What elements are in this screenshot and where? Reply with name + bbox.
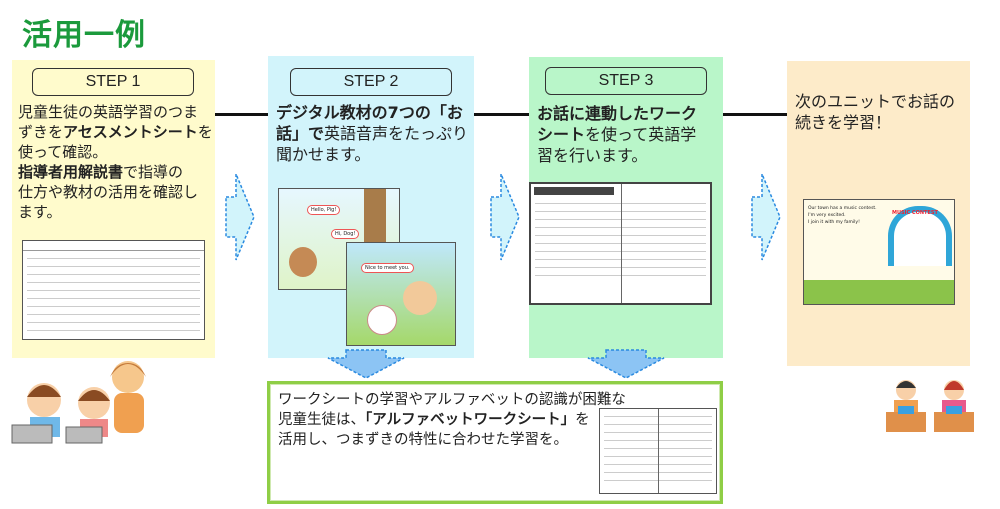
text-span: 英語音声をたっぷり (324, 124, 469, 143)
step1-panel: STEP 1 児童生徒の英語学習のつまずきをアセスメントシートを使って確認。指導… (12, 60, 215, 358)
text-span: ずきを (18, 123, 64, 141)
step1-label: STEP 1 (32, 68, 194, 96)
contest-line: I'm very excited. (808, 213, 846, 218)
text-span: 使って確認。 (18, 143, 108, 161)
down-arrow-icon (587, 349, 665, 379)
text-line: お話に連動したワーク (537, 103, 727, 124)
text-line: ずきをアセスメントシートを (18, 122, 218, 142)
step2-text: デジタル教材の7つの「お話」で英語音声をたっぷり聞かせます。 (276, 102, 476, 165)
text-bold: お話に連動したワーク (537, 104, 698, 123)
text-span: 続きを学習！ (795, 113, 892, 132)
text-line: 活用し、つまずきの特性に合わせた学習を。 (278, 432, 568, 448)
text-bold: 指導者用解説書 (18, 163, 124, 181)
alphabet-worksheet-image (599, 408, 717, 494)
text-line: 使って確認。 (18, 142, 218, 162)
students-with-tablets-illustration (886, 380, 974, 432)
text-span: 児童生徒の英語学習のつま (18, 103, 199, 121)
text-line: 指導者用解説書で指導の (18, 162, 218, 182)
contest-line: I join it with my family! (808, 220, 860, 225)
contest-text: Our town has a music contest. I'm very e… (808, 205, 877, 226)
text-span: を (575, 412, 590, 428)
step3-label: STEP 3 (545, 67, 707, 95)
speech-bubble: Nice to meet you. (361, 263, 414, 273)
alphabet-worksheet-panel: ワークシートの学習やアルファベットの認識が困難な 児童生徒は、「アルファベットワ… (267, 381, 723, 504)
text-line: シートを使って英語学 (537, 124, 727, 145)
step1-text: 児童生徒の英語学習のつまずきをアセスメントシートを使って確認。指導者用解説書で指… (18, 102, 218, 222)
step3-panel: STEP 3 お話に連動したワークシートを使って英語学習を行います。 (529, 57, 723, 358)
next-unit-panel: 次のユニットでお話の続きを学習！ Our town has a music co… (787, 61, 970, 366)
right-arrow-icon (751, 173, 781, 261)
speech-bubble: Hi, Dog! (331, 229, 360, 239)
connector-line (723, 113, 787, 116)
connector-line (474, 113, 530, 116)
text-line: ます。 (18, 202, 218, 222)
text-bold: シート (537, 125, 586, 144)
text-line: 児童生徒は、「アルファベットワークシート」を (278, 410, 718, 430)
page-title: 活用一例 (22, 18, 146, 53)
connector-line (215, 113, 269, 116)
text-span: ます。 (18, 203, 62, 221)
down-arrow-icon (327, 349, 405, 379)
text-span: 次のユニットでお話の (795, 92, 956, 111)
teacher-and-students-illustration (11, 361, 146, 444)
assessment-sheet-image (22, 240, 205, 340)
text-line: 仕方や教材の活用を確認し (18, 182, 218, 202)
right-arrow-icon (225, 173, 255, 261)
story-scene-image-2: Nice to meet you. (346, 242, 456, 346)
text-line: 続きを学習！ (795, 112, 975, 133)
text-line: 次のユニットでお話の (795, 91, 975, 112)
text-line: デジタル教材の7つの「お (276, 102, 476, 123)
step2-label: STEP 2 (290, 68, 452, 96)
worksheet-image (529, 182, 712, 305)
text-span: で指導の (123, 163, 184, 181)
music-contest-image: Our town has a music contest. I'm very e… (803, 199, 955, 305)
text-line: 聞かせます。 (276, 144, 476, 165)
speech-bubble: Hello, Pig! (307, 205, 341, 215)
text-line: 習を行います。 (537, 145, 727, 166)
text-bold: 話」で (276, 124, 325, 143)
text-bold: 「アルファベットワークシート」 (365, 412, 576, 428)
alphabet-worksheet-text: ワークシートの学習やアルファベットの認識が困難な 児童生徒は、「アルファベットワ… (278, 390, 718, 450)
step3-text: お話に連動したワークシートを使って英語学習を行います。 (537, 103, 727, 166)
text-span: 習を行います。 (537, 146, 648, 165)
text-line: ワークシートの学習やアルファベットの認識が困難な (278, 392, 626, 408)
text-bold: デジタル教材の7つの「お (276, 103, 463, 122)
text-span: を (197, 123, 213, 141)
text-span: 聞かせます。 (276, 145, 371, 164)
text-span: 仕方や教材の活用を確認し (18, 183, 199, 201)
step2-panel: STEP 2 デジタル教材の7つの「お話」で英語音声をたっぷり聞かせます。 He… (268, 56, 474, 358)
text-span: を使って英語学 (585, 125, 697, 144)
text-span: 児童生徒は、 (278, 412, 365, 428)
right-arrow-icon (490, 173, 520, 261)
text-line: 話」で英語音声をたっぷり (276, 123, 476, 144)
contest-banner: MUSIC CONTEST (892, 210, 938, 216)
text-line: 児童生徒の英語学習のつま (18, 102, 218, 122)
next-unit-text: 次のユニットでお話の続きを学習！ (795, 91, 975, 133)
contest-line: Our town has a music contest. (808, 206, 877, 211)
text-bold: アセスメントシート (63, 123, 198, 141)
